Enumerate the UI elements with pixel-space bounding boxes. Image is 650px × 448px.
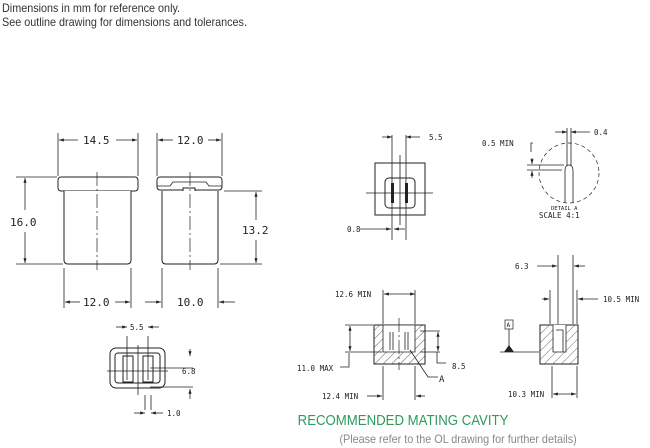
dim-side-bottom: 10.0: [177, 296, 204, 309]
dim-side-bottom-min: 10.3 MIN: [508, 390, 544, 399]
caption-title: RECOMMENDED MATING CAVITY: [297, 412, 509, 429]
note-outline: See outline drawing for dimensions and t…: [2, 15, 247, 29]
dim-side-inner: 10.5 MIN: [603, 295, 639, 304]
terminal-view: 5.5 0.8: [347, 133, 443, 240]
dim-terminal-thickness: 0.8: [347, 225, 361, 234]
dim-terminal-length: 6.8: [182, 367, 196, 376]
dim-side-top: 6.3: [515, 262, 529, 271]
note-reference: Dimensions in mm for reference only.: [2, 1, 181, 15]
cavity-front-section: 12.6 MIN 11.0 MAX 8.5 A 12.4 MIN: [297, 290, 466, 401]
dim-detail-width: 0.4: [594, 128, 608, 137]
dim-side-height: 13.2: [242, 224, 269, 237]
detail-scale: SCALE 4:1: [539, 211, 580, 220]
dim-cavity-height: 8.5: [452, 362, 466, 371]
dim-terminal-spacing: 5.5: [130, 323, 144, 332]
dim-detail-min: 0.5 MIN: [482, 139, 514, 148]
detail-a: 0.5 MIN 0.4 DETAIL A SCALE 4:1: [482, 128, 608, 220]
dim-terminal-width: 1.0: [167, 409, 181, 418]
cavity-side-section: A 6.3 10.5 MIN 10.3 MIN: [500, 255, 639, 399]
front-view: 14.5 16.0 12.0: [10, 133, 139, 309]
side-view: 12.0 13.2 10.0: [145, 133, 269, 309]
dim-front-height: 16.0: [10, 216, 37, 229]
detail-ref: A: [439, 375, 445, 385]
dim-cavity-depth: 11.0 MAX: [297, 364, 334, 373]
dim-cavity-top: 12.6 MIN: [335, 290, 371, 299]
caption-subtitle: (Please refer to the OL drawing for furt…: [339, 432, 577, 446]
dim-terminal-spacing-top: 5.5: [429, 133, 443, 142]
dim-front-width: 14.5: [83, 134, 110, 147]
dim-side-width: 12.0: [177, 134, 204, 147]
detail-label: DETAIL A: [551, 206, 578, 212]
dim-front-bottom: 12.0: [83, 296, 110, 309]
bottom-view: 5.5 6.8 1.0: [107, 323, 196, 418]
datum-a: A: [507, 322, 511, 329]
dim-cavity-bottom: 12.4 MIN: [322, 392, 358, 401]
